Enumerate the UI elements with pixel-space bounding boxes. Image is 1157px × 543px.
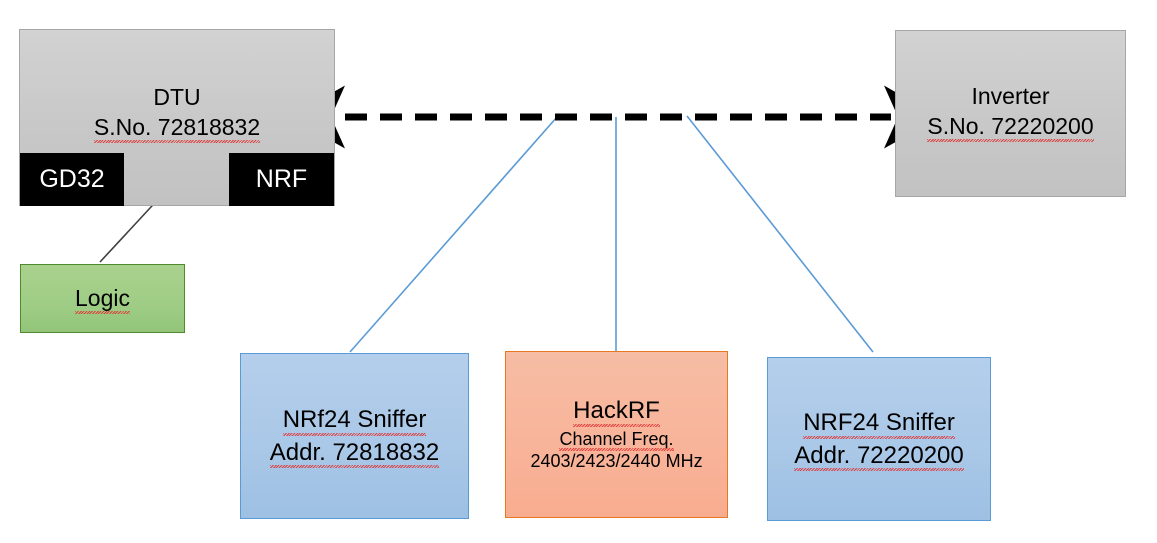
hackrf-label: HackRF — [573, 397, 660, 427]
hackrf-sub-label: Channel Freq. — [559, 428, 674, 451]
sniffer-left-label: NRf24 Sniffer — [282, 405, 427, 436]
inverter-label: Inverter — [971, 83, 1050, 109]
node-sniffer-right: NRF24 Sniffer Addr. 72220200 — [767, 357, 991, 521]
node-gd32: GD32 — [20, 153, 124, 206]
node-hackrf: HackRF Channel Freq. 2403/2423/2440 MHz — [505, 351, 728, 518]
hackrf-frequencies: 2403/2423/2440 MHz — [530, 451, 703, 472]
sniffer-left-address: Addr. 72818832 — [269, 438, 440, 468]
inverter-serial: S.No. 72220200 — [927, 113, 1094, 143]
connector-sniffer-left — [349, 116, 558, 353]
connector-sniffer-right — [686, 115, 874, 353]
gd32-label: GD32 — [39, 165, 105, 194]
sniffer-right-address: Addr. 72220200 — [794, 441, 964, 471]
node-inverter: Inverter S.No. 72220200 — [895, 30, 1126, 197]
sniffer-right-label: NRF24 Sniffer — [803, 408, 955, 439]
dtu-serial: S.No. 72818832 — [93, 114, 261, 144]
node-logic: Logic — [20, 264, 185, 333]
logic-label: Logic — [75, 285, 130, 315]
dtu-label: DTU — [153, 84, 201, 110]
node-sniffer-left: NRf24 Sniffer Addr. 72818832 — [240, 353, 469, 519]
nrf-label: NRF — [255, 165, 308, 194]
node-nrf: NRF — [229, 153, 334, 206]
